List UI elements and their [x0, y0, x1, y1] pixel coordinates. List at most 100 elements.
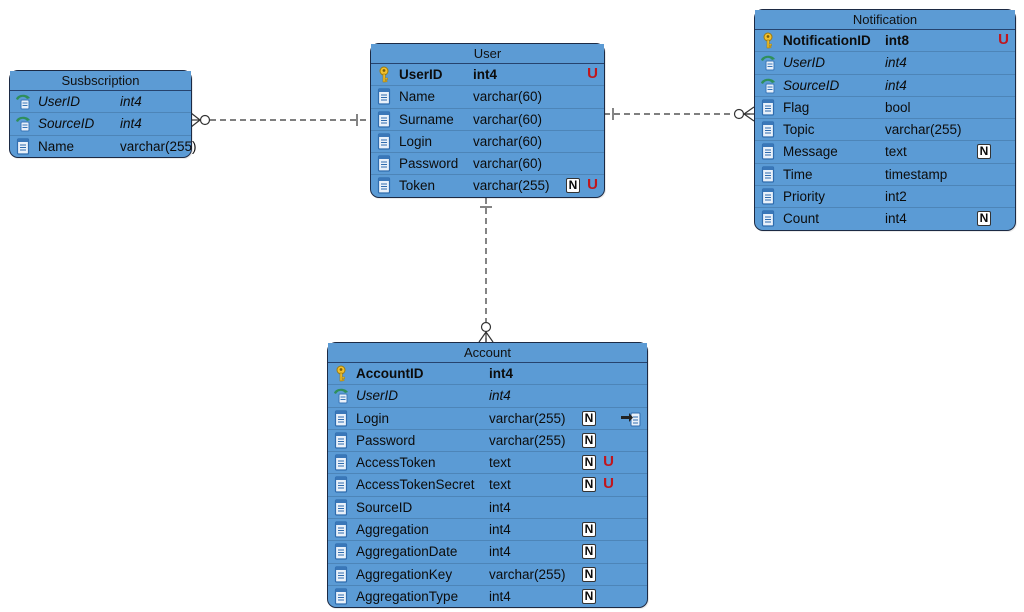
column-row[interactable]: SourceID int4 [755, 75, 1015, 97]
column-type: int4 [489, 522, 511, 538]
column-type: varchar(60) [473, 111, 543, 127]
foreign-key-icon [760, 54, 776, 71]
column-name: UserID [356, 388, 399, 404]
entity-title: Notification [755, 10, 1015, 30]
column-icon [333, 543, 349, 560]
unique-badge: U [587, 176, 598, 194]
column-name: Time [783, 166, 813, 182]
column-type: int4 [489, 388, 511, 404]
foreign-key-icon [760, 77, 776, 94]
column-type: bool [885, 99, 911, 115]
column-name: UserID [399, 67, 443, 82]
nullable-badge: N [977, 144, 991, 160]
column-type: int4 [885, 55, 907, 71]
column-icon [760, 99, 776, 116]
column-name: SourceID [783, 77, 840, 93]
column-name: Login [399, 133, 433, 149]
column-row[interactable]: Name varchar(255) [10, 136, 197, 157]
column-type: varchar(255) [885, 122, 962, 138]
column-icon [333, 476, 349, 494]
column-icon [760, 188, 776, 205]
column-type: int4 [489, 588, 511, 604]
column-icon [333, 432, 349, 449]
relationship-user-notification[interactable] [604, 106, 755, 122]
column-row[interactable]: AggregationType int4 N [328, 586, 647, 607]
column-name: AggregationDate [356, 544, 458, 560]
foreign-key-icon [15, 115, 31, 132]
column-name: AccessToken [356, 455, 436, 471]
column-icon [376, 88, 392, 105]
column-icon [333, 588, 349, 605]
column-name: Name [399, 89, 436, 105]
column-name: Token [399, 178, 436, 194]
column-type: int4 [120, 94, 142, 109]
column-name: UserID [38, 94, 81, 109]
column-icon [333, 454, 349, 471]
column-type: int4 [473, 67, 498, 82]
nullable-badge: N [582, 410, 596, 426]
relationship-user-account[interactable] [478, 198, 494, 343]
column-icon [760, 143, 776, 161]
column-name: AggregationType [356, 588, 459, 604]
column-icon [760, 166, 776, 183]
column-type: timestamp [885, 166, 948, 182]
column-name: NotificationID [783, 33, 871, 48]
column-type: varchar(60) [473, 156, 543, 172]
column-icon [333, 566, 349, 583]
nullable-badge: N [582, 588, 596, 604]
column-type: varchar(255) [120, 138, 197, 154]
column-icon [15, 137, 31, 155]
column-name: Login [356, 410, 390, 426]
column-type: int8 [885, 33, 910, 48]
column-name: Name [38, 138, 75, 154]
column-type: int4 [885, 77, 907, 93]
column-name: Count [783, 211, 820, 227]
primary-key-icon [376, 66, 392, 83]
column-name: AggregationKey [356, 566, 453, 582]
column-type: varchar(255) [489, 432, 566, 448]
column-type: text [489, 455, 511, 471]
primary-key-icon [333, 365, 349, 382]
column-name: AccessTokenSecret [356, 477, 475, 493]
foreign-key-icon [15, 93, 31, 110]
nullable-badge: N [582, 432, 596, 448]
column-row[interactable]: UserID int4 [328, 385, 647, 408]
column-type: int2 [885, 189, 907, 205]
relationship-subscription-user[interactable] [190, 112, 370, 128]
column-type: int4 [489, 366, 514, 381]
column-row[interactable]: UserID int4 [10, 91, 191, 114]
column-icon [376, 177, 392, 195]
column-row[interactable]: Time timestamp [755, 164, 1015, 187]
